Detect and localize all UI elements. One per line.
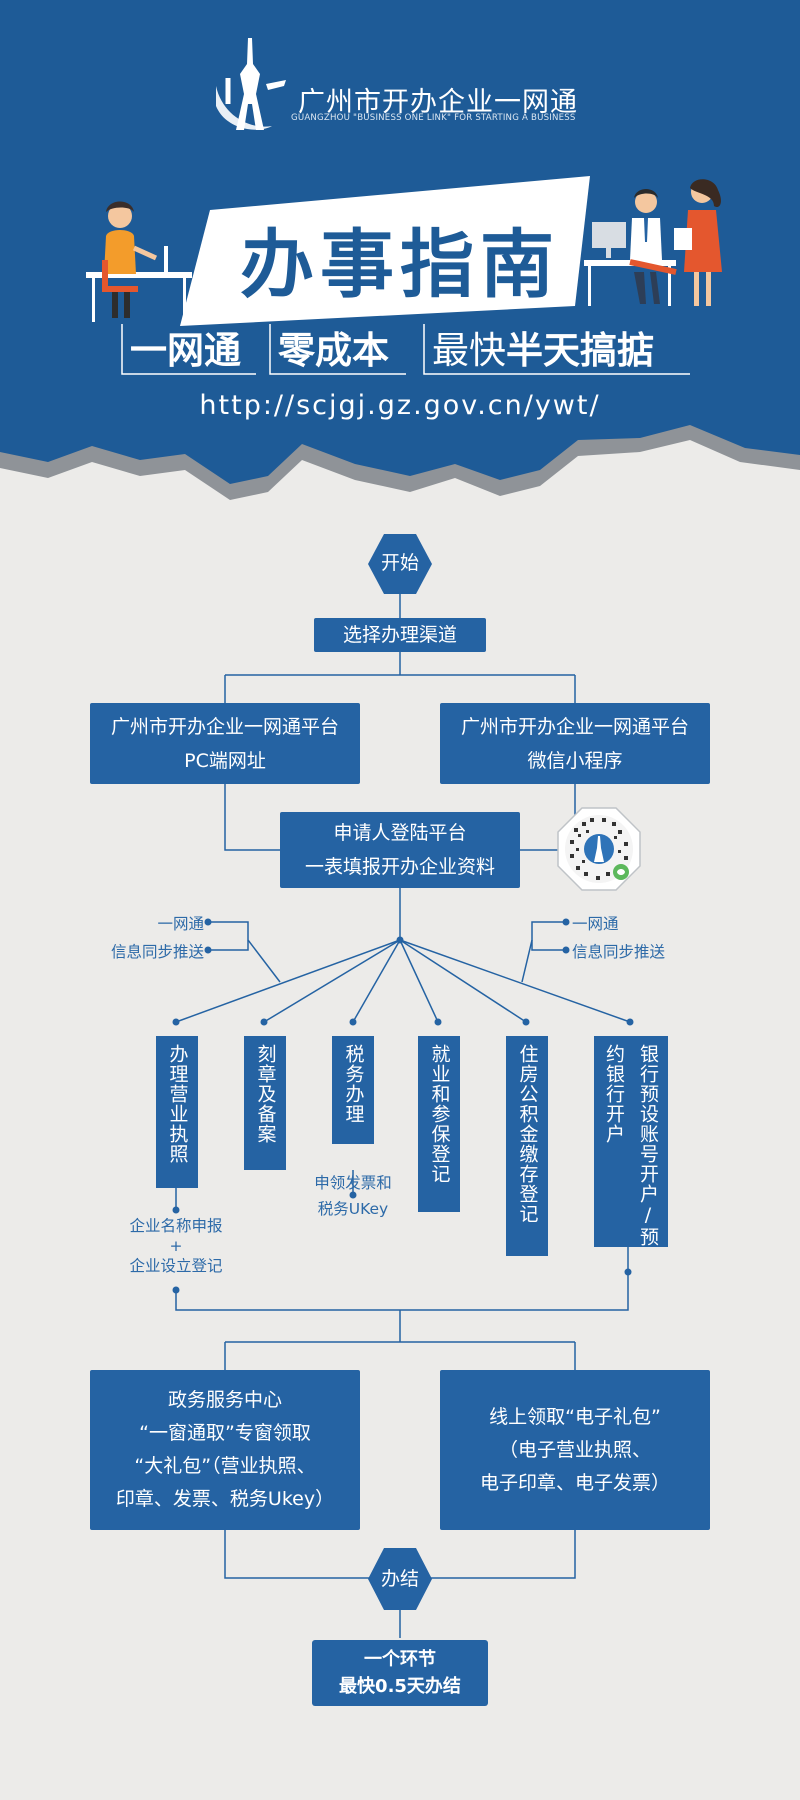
sync-left-line1: 一网通 <box>157 915 204 933</box>
woman-at-desk-illustration <box>86 201 192 322</box>
logo-subtitle: GUANGZHOU "BUSINESS ONE LINK" FOR STARTI… <box>291 113 576 123</box>
tagline-brackets <box>121 324 690 375</box>
wechat-channel-box[interactable]: 广州市开办企业一网通平台 微信小程序 <box>440 703 710 784</box>
sync-left-line2: 信息同步推送 <box>110 943 204 961</box>
task-business-license[interactable]: 办理营业执照 <box>156 1036 198 1188</box>
task-employment-insurance[interactable]: 就业和参保登记 <box>418 1036 460 1212</box>
end-label: 办结 <box>380 1568 419 1590</box>
officer-and-woman-illustration <box>584 179 722 306</box>
task-tax-handling[interactable]: 税务办理 <box>332 1036 374 1144</box>
tagline-zero-cost: 零成本 <box>278 329 389 372</box>
wechat-miniprogram-code-icon[interactable] <box>556 806 642 892</box>
tagline-one-link: 一网通 <box>130 329 241 372</box>
task-housing-fund[interactable]: 住房公积金缴存登记 <box>506 1036 548 1256</box>
logo-title: 广州市开办企业一网通 <box>298 87 578 118</box>
banner-title: 办事指南 <box>240 221 560 308</box>
offline-collection-box[interactable]: 政务服务中心 “一窗通取”专窗领取 “大礼包”（营业执照、 印章、发票、税务Uk… <box>90 1370 360 1530</box>
tax-note: 申领发票和 税务UKey <box>314 1174 392 1218</box>
task-seal-filing[interactable]: 刻章及备案 <box>244 1036 286 1170</box>
end-hexagon <box>368 1548 432 1610</box>
sync-right-line1: 一网通 <box>572 915 619 933</box>
canton-tower-logo-icon <box>216 38 286 130</box>
task-bank-account[interactable]: 银行预设账号开户/预约银行开户 <box>594 1036 668 1247</box>
start-label: 开始 <box>380 552 419 574</box>
tagline-half-day: 最快半天搞掂 <box>432 329 654 372</box>
login-platform-box[interactable]: 申请人登陆平台 一表填报开办企业资料 <box>280 812 520 888</box>
result-box: 一个环节 最快0.5天办结 <box>312 1640 488 1706</box>
banner-background <box>180 176 590 326</box>
start-hexagon <box>368 534 432 594</box>
license-note: 企业名称申报 + 企业设立登记 <box>129 1217 223 1275</box>
sync-right-line2: 信息同步推送 <box>572 943 666 961</box>
choose-channel-box: 选择办理渠道 <box>314 618 486 652</box>
online-collection-box[interactable]: 线上领取“电子礼包” （电子营业执照、 电子印章、电子发票） <box>440 1370 710 1530</box>
website-url[interactable]: http://scjgj.gz.gov.cn/ywt/ <box>199 390 601 421</box>
pc-channel-box[interactable]: 广州市开办企业一网通平台 PC端网址 <box>90 703 360 784</box>
header-section: 广州市开办企业一网通 GUANGZHOU "BUSINESS ONE LINK"… <box>0 0 800 520</box>
